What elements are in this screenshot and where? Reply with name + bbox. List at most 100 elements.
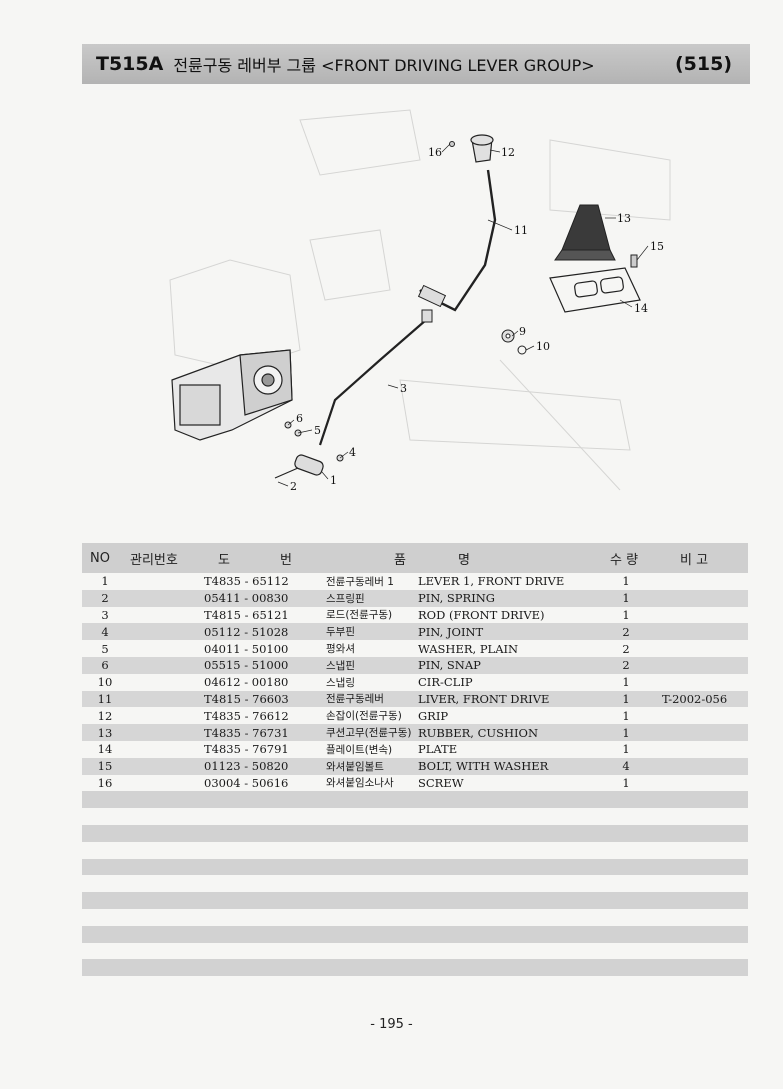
- cell-kname: 와셔붙임볼트: [326, 760, 384, 773]
- header-drawing-a: 도: [218, 552, 230, 568]
- callout-5: 5: [314, 424, 321, 437]
- cell-no: 10: [97, 675, 113, 690]
- cell-qty: 1: [622, 591, 630, 606]
- header-qty: 수 량: [610, 552, 639, 568]
- cell-qty: 1: [622, 708, 630, 723]
- cell-no: 3: [101, 607, 109, 622]
- empty-table-row: [82, 909, 748, 926]
- cell-part: T4835 - 76791: [204, 742, 289, 757]
- cell-qty: 1: [622, 775, 630, 790]
- header-left: T515A 전륜구동 레버부 그룹 <FRONT DRIVING LEVER G…: [96, 52, 595, 76]
- cell-no: 14: [97, 742, 113, 757]
- cell-part: T4815 - 76603: [204, 691, 289, 706]
- empty-table-row: [82, 858, 748, 876]
- header-mgmt: 관리번호: [130, 552, 178, 568]
- cell-remark: T-2002-056: [662, 691, 728, 706]
- empty-table-row: [82, 925, 748, 943]
- callout-15: 15: [650, 240, 664, 253]
- callout-9: 9: [519, 325, 526, 338]
- grip: [470, 134, 494, 163]
- cell-qty: 2: [622, 641, 630, 656]
- cell-qty: 2: [622, 658, 630, 673]
- cell-ename: RUBBER, CUSHION: [418, 725, 539, 740]
- cell-no: 4: [101, 624, 109, 639]
- page-header: T515A 전륜구동 레버부 그룹 <FRONT DRIVING LEVER G…: [82, 44, 750, 84]
- cell-ename: WASHER, PLAIN: [418, 641, 519, 656]
- table-row: 14 T4835 - 76791 플레이트(변속) PLATE 1: [82, 741, 748, 758]
- cell-ename: LEVER 1, FRONT DRIVE: [418, 574, 565, 589]
- cell-part: 01123 - 50820: [204, 759, 289, 774]
- page-number: - 195 -: [370, 1017, 413, 1032]
- cell-kname: 플레이트(변속): [326, 743, 393, 756]
- callout-3: 3: [400, 382, 407, 395]
- table-row: 1 T4835 - 65112 전륜구동레버 1 LEVER 1, FRONT DRI…: [82, 573, 748, 590]
- callout-2: 2: [290, 480, 297, 493]
- cell-no: 6: [101, 658, 109, 673]
- background-ghost: [169, 109, 671, 491]
- callout-13: 13: [617, 212, 631, 225]
- empty-table-row: [82, 959, 748, 977]
- cell-part: 04612 - 00180: [204, 675, 289, 690]
- callout-6: 6: [296, 412, 303, 425]
- parts-drawing: 1 2 3 4 5 6 9 10 11 12 13 14 15 16: [169, 109, 671, 493]
- cell-part: 05515 - 51000: [204, 658, 289, 673]
- callout-14: 14: [634, 302, 648, 315]
- empty-table-row: [82, 791, 748, 809]
- parts-table: NO 관리번호 도 번 품 명 수 량 비 고 1 T4835 - 65112 전륜…: [82, 543, 748, 993]
- empty-table-row: [82, 824, 748, 842]
- cell-qty: 1: [622, 725, 630, 740]
- exploded-parts-diagram: 1 2 3 4 5 6 9 10 11 12 13 14 15 16: [150, 100, 710, 520]
- lever-1-assembly: [274, 454, 324, 479]
- cell-no: 5: [101, 641, 109, 656]
- cell-part: T4835 - 65112: [204, 574, 289, 589]
- empty-table-row: [82, 943, 748, 960]
- cell-ename: PLATE: [418, 742, 458, 757]
- cell-qty: 1: [622, 607, 630, 622]
- cell-qty: 2: [622, 624, 630, 639]
- cell-ename: GRIP: [418, 708, 449, 723]
- cell-qty: 1: [622, 574, 630, 589]
- bolts: [449, 141, 638, 268]
- callout-11: 11: [514, 224, 528, 237]
- cell-part: 05411 - 00830: [204, 591, 289, 606]
- cell-qty: 1: [622, 691, 630, 706]
- cell-qty: 4: [622, 759, 630, 774]
- header-item-a: 품: [394, 552, 406, 568]
- empty-table-row: [82, 875, 748, 892]
- front-drive-lever: [417, 169, 497, 312]
- cell-kname: 평와셔: [326, 643, 355, 656]
- cell-part: T4835 - 76612: [204, 708, 289, 723]
- cell-no: 16: [97, 775, 113, 790]
- cell-qty: 1: [622, 742, 630, 757]
- cell-ename: SCREW: [418, 775, 464, 790]
- cell-ename: PIN, JOINT: [418, 624, 484, 639]
- callout-10: 10: [536, 340, 550, 353]
- group-title: 전륜구동 레버부 그룹 <FRONT DRIVING LEVER GROUP>: [173, 56, 595, 75]
- header-remark: 비 고: [680, 552, 709, 568]
- transmission-housing: [171, 349, 293, 441]
- rubber-cushion: [554, 204, 616, 261]
- empty-table-row: [82, 976, 748, 993]
- cell-kname: 로드(전륜구동): [326, 609, 393, 622]
- cell-kname: 쿠션고무(전륜구동): [326, 727, 412, 740]
- empty-table-row: [82, 892, 748, 909]
- cell-ename: BOLT, WITH WASHER: [418, 759, 549, 774]
- cell-kname: 전륜구동레버: [326, 693, 384, 706]
- cell-part: 03004 - 50616: [204, 775, 289, 790]
- cell-part: T4835 - 76731: [204, 725, 289, 740]
- cell-ename: PIN, SPRING: [418, 591, 495, 606]
- cell-kname: 전륜구동레버 1: [326, 575, 394, 588]
- table-header: NO 관리번호 도 번 품 명 수 량 비 고: [82, 543, 748, 573]
- group-page-code: (515): [674, 53, 732, 75]
- cell-ename: ROD (FRONT DRIVE): [418, 607, 545, 622]
- cell-no: 2: [101, 591, 109, 606]
- empty-table-row: [82, 842, 748, 859]
